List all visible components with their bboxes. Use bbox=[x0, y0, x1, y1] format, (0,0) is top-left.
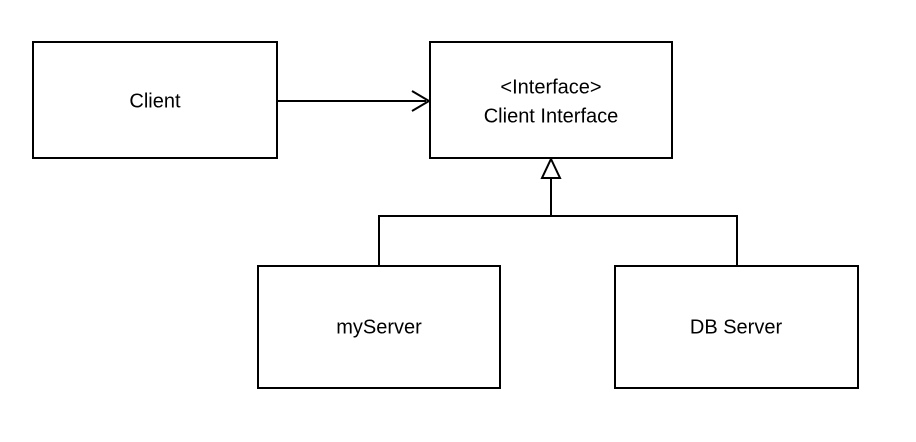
hollow-triangle-arrowhead-icon bbox=[540, 156, 562, 179]
edge-client-to-client-interface[interactable] bbox=[277, 90, 431, 112]
node-client-interface-label: Client Interface bbox=[484, 105, 619, 127]
node-client-interface-stereotype: <Interface> bbox=[500, 76, 601, 98]
edge-servers-to-client-interface[interactable] bbox=[378, 156, 738, 266]
node-db-server[interactable]: DB Server bbox=[614, 265, 859, 389]
node-client-label: Client bbox=[129, 90, 181, 112]
node-myserver[interactable]: myServer bbox=[257, 265, 501, 389]
node-client-interface-box bbox=[429, 41, 673, 159]
node-myserver-label: myServer bbox=[336, 316, 422, 338]
node-client-box bbox=[32, 41, 278, 159]
node-client-interface[interactable]: <Interface> Client Interface bbox=[429, 41, 673, 159]
node-db-server-label: DB Server bbox=[690, 316, 783, 338]
node-myserver-box bbox=[257, 265, 501, 389]
node-client[interactable]: Client bbox=[32, 41, 278, 159]
node-db-server-box bbox=[614, 265, 859, 389]
